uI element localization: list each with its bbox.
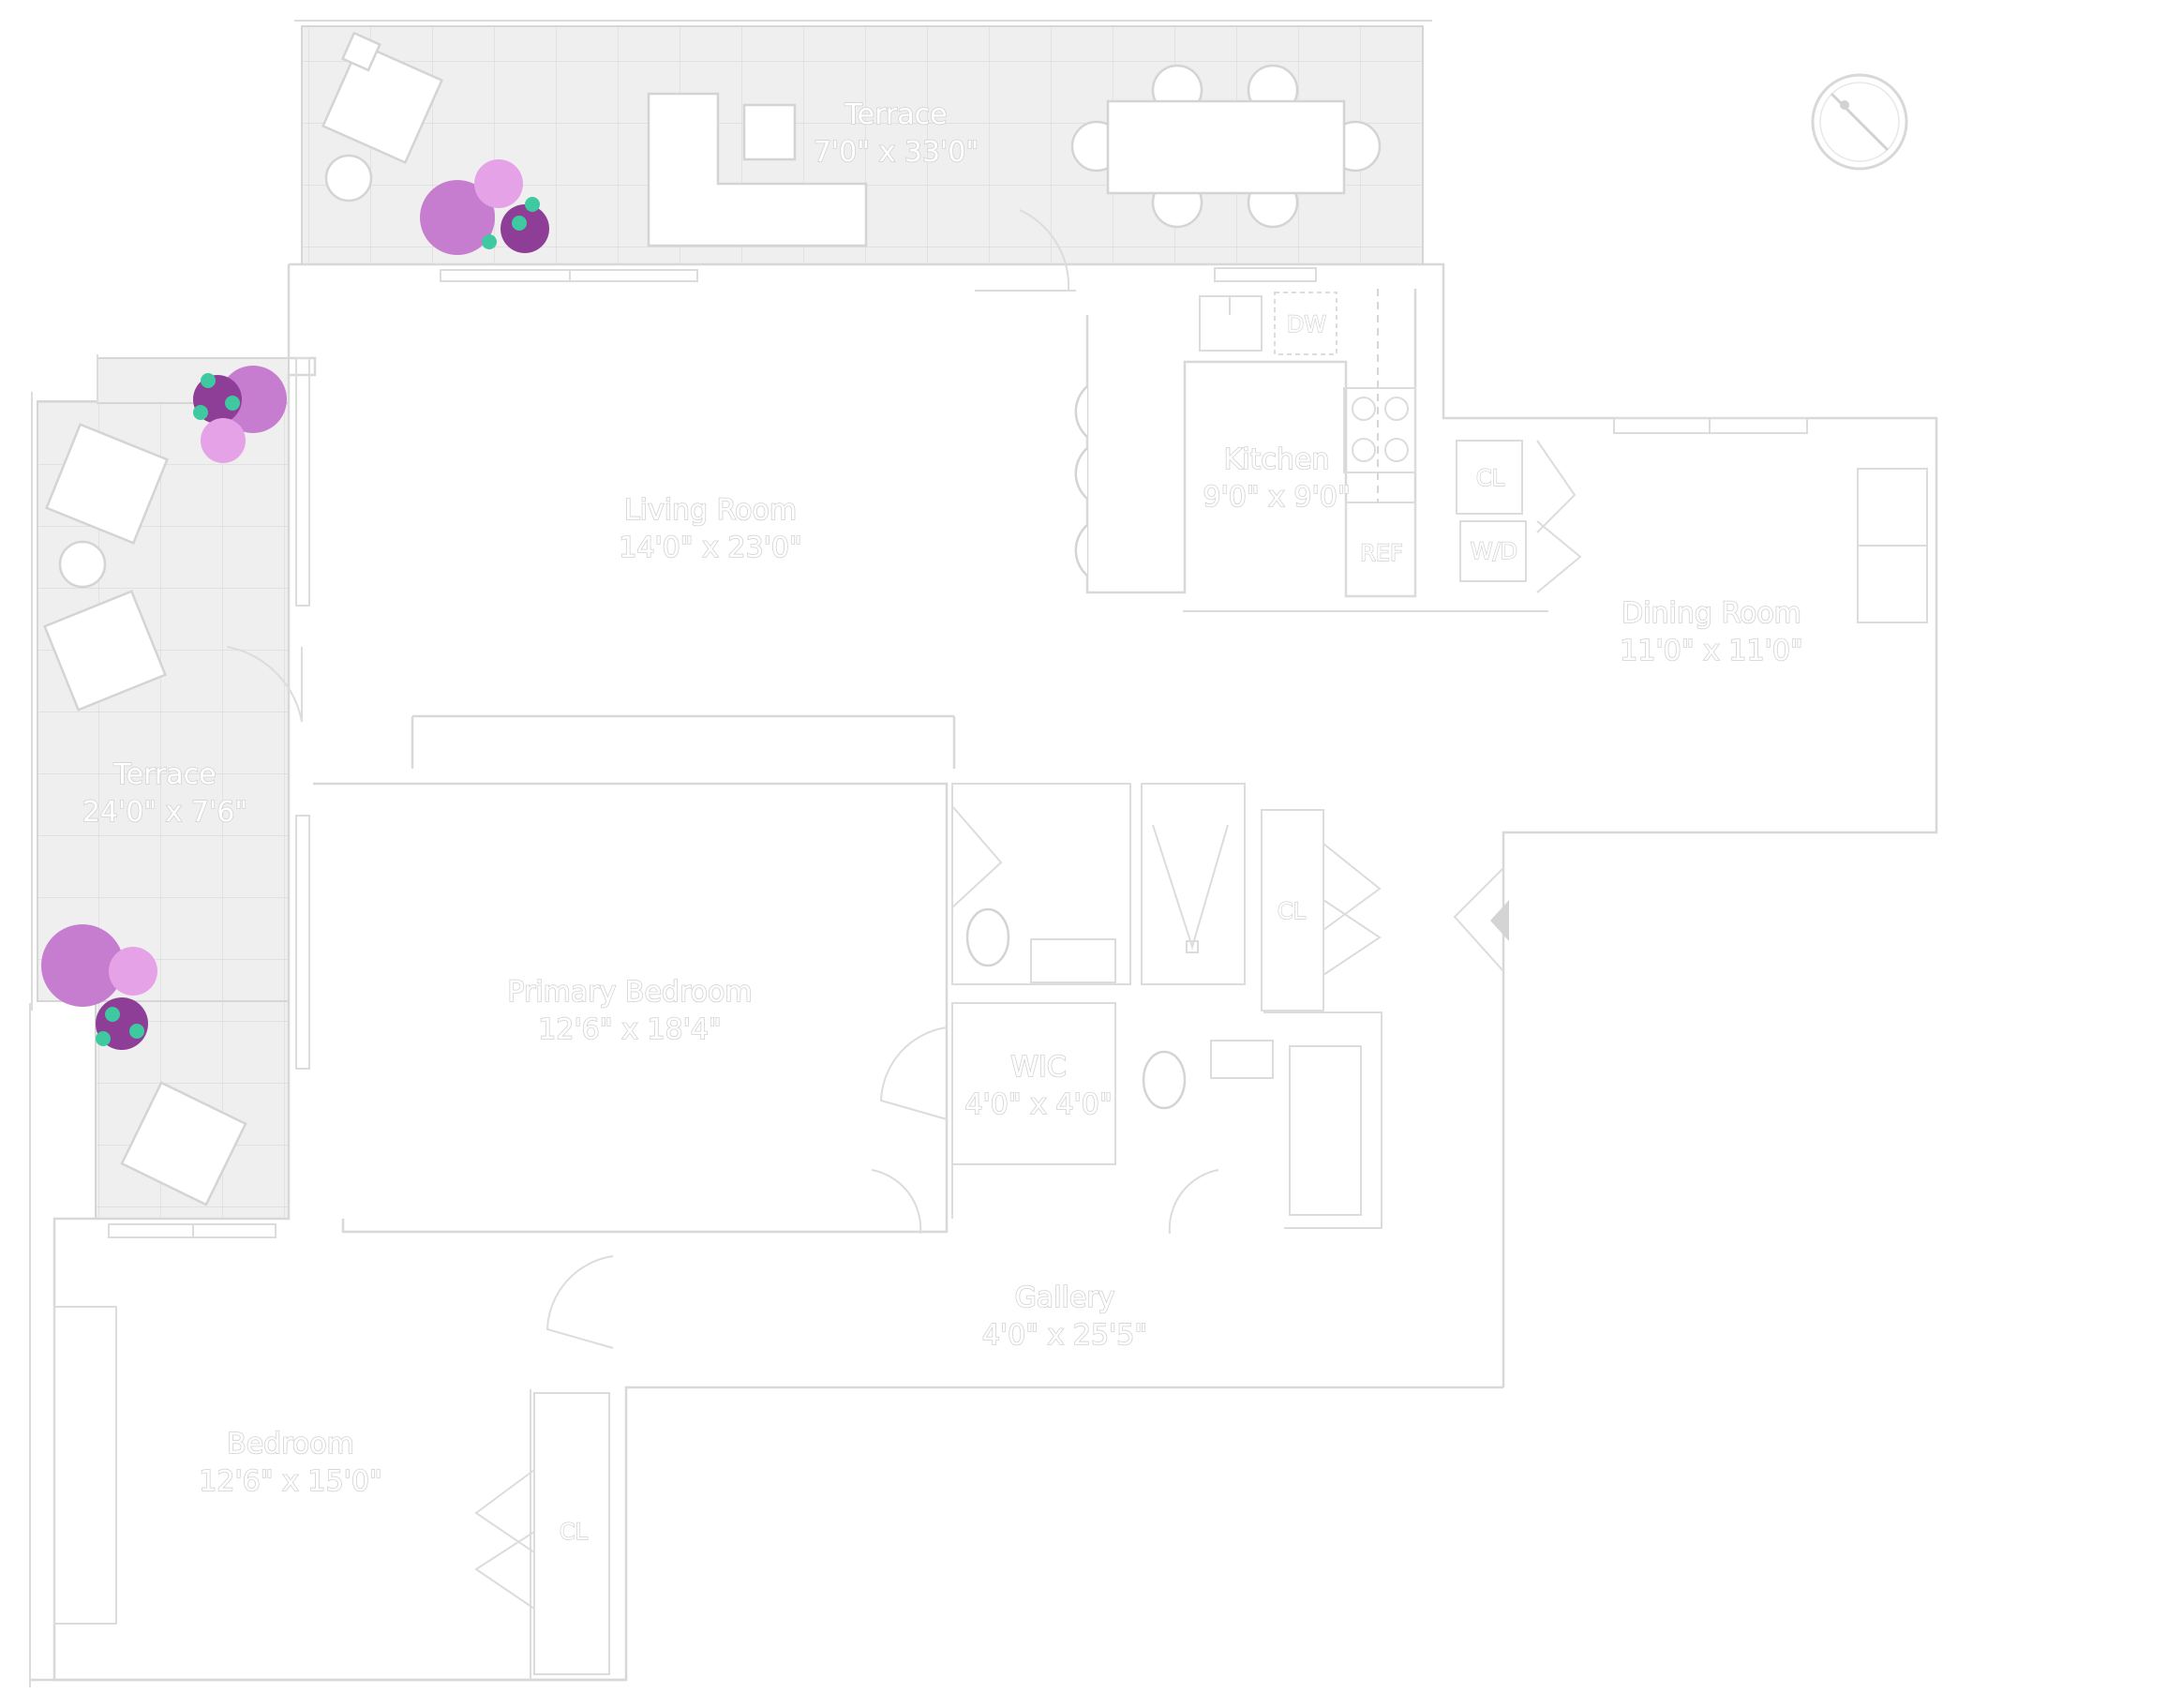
gallery-size: 4'0" x 25'5" <box>982 1319 1147 1352</box>
dining-room-size: 11'0" x 11'0" <box>1620 635 1802 667</box>
bedroom-suite <box>313 714 1382 1235</box>
terrace-furniture <box>43 31 1382 1206</box>
dining-room-name: Dining Room <box>1622 597 1801 630</box>
terrace-top-name: Terrace <box>844 98 947 131</box>
terrace-left-size: 24'0" x 7'6" <box>82 796 247 829</box>
door-swing-icon <box>226 209 1076 1610</box>
walls <box>29 262 1938 1687</box>
dining-table-icon <box>1070 64 1382 229</box>
bedroom-closet-label: CL <box>560 1519 589 1545</box>
washer-dryer-label: W/D <box>1471 538 1517 564</box>
plant-icon <box>193 366 287 463</box>
terrace-top-size: 7'0" x 33'0" <box>814 136 979 169</box>
plant-icon <box>41 924 157 1050</box>
primary-bedroom-name: Primary Bedroom <box>507 976 752 1009</box>
wic-name: WIC <box>1010 1051 1066 1084</box>
gallery-name: Gallery <box>1015 1281 1115 1314</box>
kitchen-area <box>1074 289 1928 623</box>
entry-closet-label: CL <box>1278 898 1307 924</box>
plant-icon <box>420 159 549 255</box>
living-room-size: 14'0" x 23'0" <box>619 532 801 564</box>
primary-bedroom-size: 12'6" x 18'4" <box>538 1013 721 1046</box>
kitchen-name: Kitchen <box>1224 443 1330 476</box>
terrace-left-name: Terrace <box>112 758 216 791</box>
bedroom-size: 12'6" x 15'0" <box>199 1465 381 1498</box>
compass-icon <box>1811 73 1908 171</box>
bedroom-name: Bedroom <box>227 1428 354 1461</box>
entry-arrow-icon <box>1453 867 1509 972</box>
living-room-name: Living Room <box>624 494 797 527</box>
lounge-chair-icon <box>321 31 444 165</box>
wic-size: 4'0" x 4'0" <box>964 1088 1112 1121</box>
kitchen-closet-label: CL <box>1476 465 1505 491</box>
refrigerator-label: REF <box>1360 540 1403 566</box>
dishwasher-label: DW <box>1287 311 1326 337</box>
kitchen-size: 9'0" x 9'0" <box>1203 481 1350 514</box>
